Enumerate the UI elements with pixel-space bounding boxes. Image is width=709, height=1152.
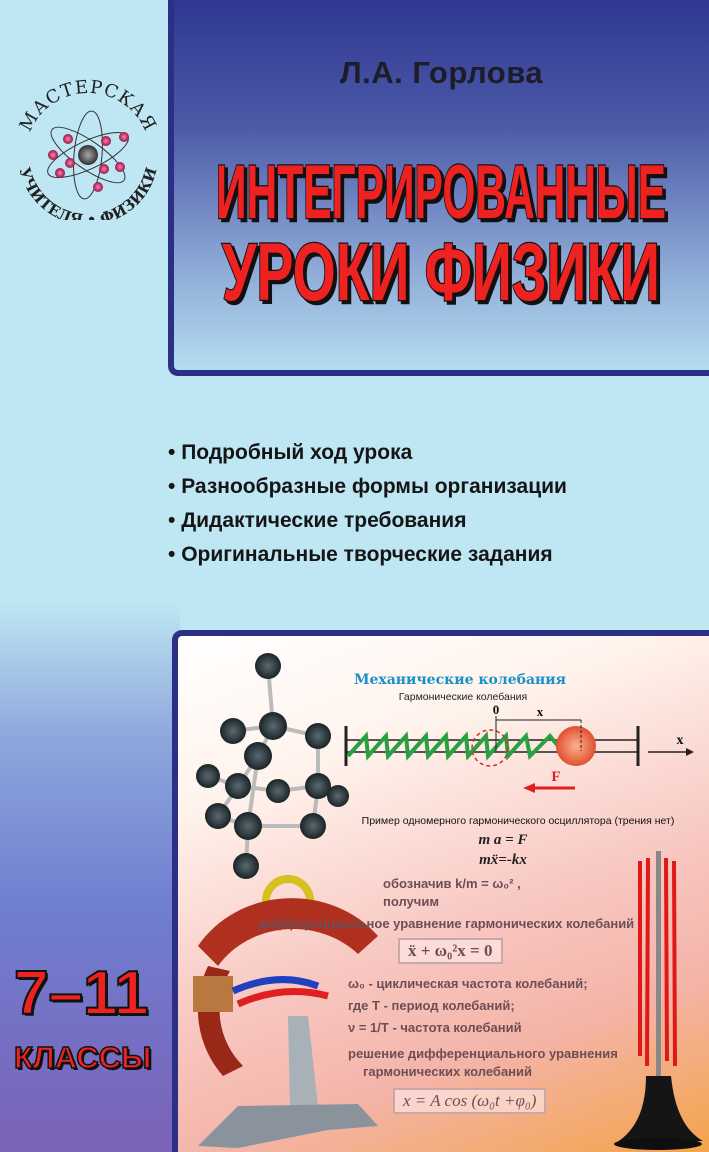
faded-equation: x = A cos (ω₀t +φ₀) bbox=[393, 1088, 547, 1114]
grade-range: 7–11 bbox=[13, 958, 150, 1029]
faded-text: ν = 1/T - частота колебаний bbox=[348, 1020, 522, 1035]
faded-text: гармонических колебаний bbox=[363, 1064, 533, 1079]
electromagnet-apparatus-icon bbox=[193, 875, 378, 1148]
diagram-heading: Механические колебания bbox=[354, 672, 566, 688]
illustration-panel: Механические колебания Гармонические кол… bbox=[172, 630, 709, 1152]
feature-item: Разнообразные формы организации bbox=[168, 470, 567, 504]
equation-newton: m a = F bbox=[479, 832, 528, 848]
book-title: ИНТЕГРИРОВАННЫЕ УРОКИ ФИЗИКИ bbox=[215, 149, 668, 315]
faded-text: решение дифференциального уравнения bbox=[348, 1046, 618, 1061]
diagram-subheading: Гармонические колебания bbox=[399, 691, 527, 703]
faded-equation: ẍ + ω₀²x = 0 bbox=[398, 938, 503, 964]
feature-item: Подробный ход урока bbox=[168, 436, 567, 470]
displacement-label: x bbox=[537, 704, 544, 719]
atom-logo: МАСТЕРСКАЯ УЧИТЕЛЯ • ФИЗИКИ bbox=[15, 77, 161, 220]
diagram-caption: Пример одномерного гармонического осцилл… bbox=[362, 815, 675, 827]
logo-top-text: МАСТЕРСКАЯ bbox=[16, 77, 160, 135]
feature-list: Подробный ход урока Разнообразные формы … bbox=[168, 436, 567, 572]
grade-label: КЛАССЫ bbox=[13, 1039, 152, 1076]
electron-icons bbox=[48, 132, 129, 192]
faded-text: где T - период колебаний; bbox=[348, 998, 515, 1013]
faded-text: получим bbox=[383, 894, 439, 909]
nucleus-icon bbox=[78, 145, 98, 165]
left-gradient-strip bbox=[0, 600, 180, 1152]
svg-text:УЧИТЕЛЯ • ФИЗИКИ: УЧИТЕЛЯ • ФИЗИКИ bbox=[15, 165, 160, 220]
svg-text:МАСТЕРСКАЯ: МАСТЕРСКАЯ bbox=[16, 77, 161, 135]
feature-item: Дидактические требования bbox=[168, 504, 567, 538]
faded-text: ω₀ - циклическая частота колебаний; bbox=[348, 976, 588, 991]
equation-oscillator: mẍ=-kx bbox=[479, 852, 527, 868]
origin-label: 0 bbox=[493, 702, 500, 717]
force-label: F bbox=[551, 769, 560, 785]
spring-oscillator-diagram bbox=[344, 716, 694, 793]
feature-item: Оригинальные творческие задания bbox=[168, 538, 567, 572]
electroscope-icon bbox=[614, 851, 703, 1150]
apparatus-illustration: Механические колебания Гармонические кол… bbox=[193, 653, 703, 1150]
axis-label: x bbox=[677, 733, 684, 748]
book-title-line-1: ИНТЕГРИРОВАННЫЕ bbox=[216, 150, 666, 235]
title-box bbox=[168, 0, 709, 376]
faded-text: дифференциальное уравнение гармонических… bbox=[258, 916, 635, 931]
logo-bottom-text: УЧИТЕЛЯ • ФИЗИКИ bbox=[15, 165, 160, 220]
book-title-line-2: УРОКИ ФИЗИКИ bbox=[222, 227, 660, 315]
faded-text: обозначив k/m = ω₀² , bbox=[383, 876, 521, 891]
author-name: Л.А. Горлова bbox=[339, 55, 544, 90]
